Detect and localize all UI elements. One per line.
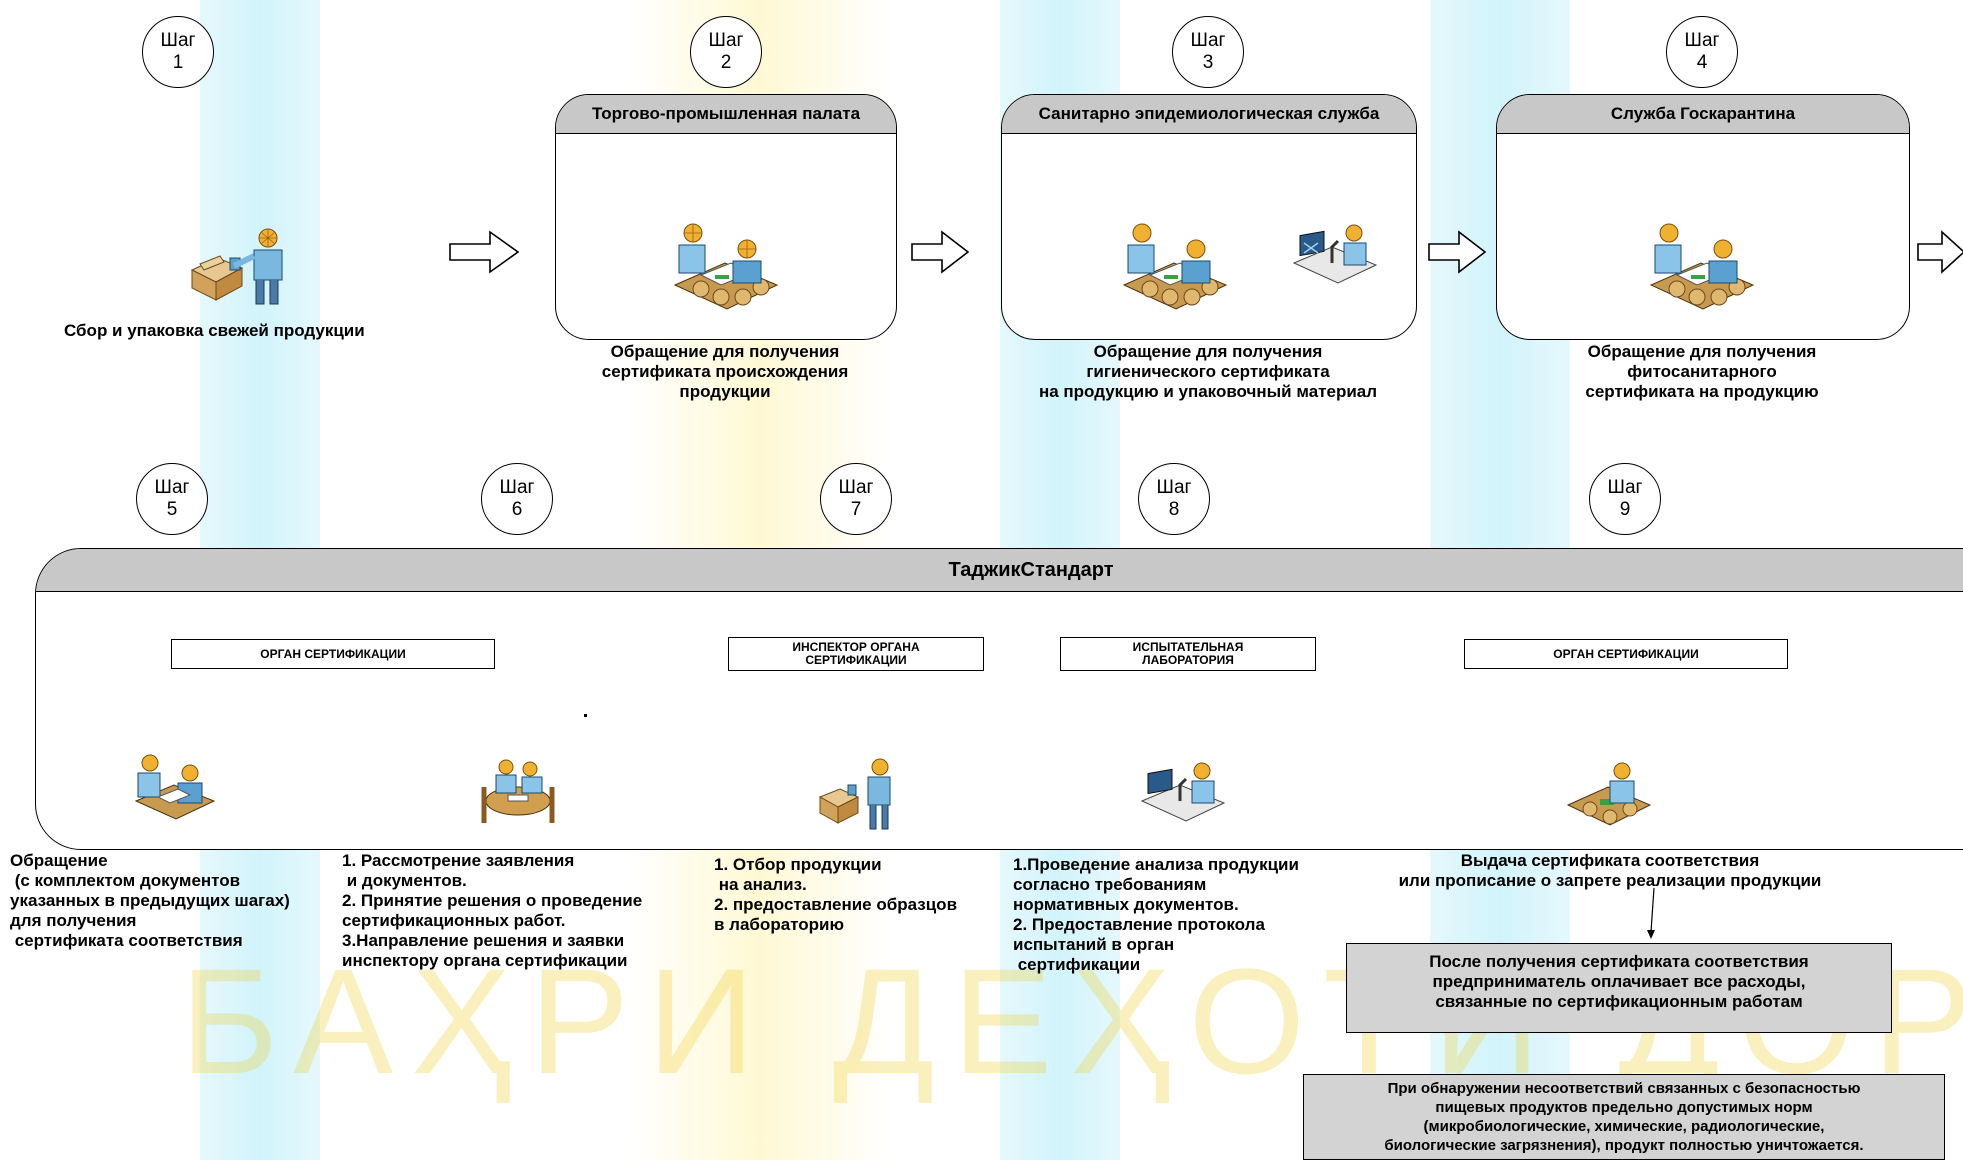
step-word: Шаг — [1190, 30, 1226, 51]
step-number: 5 — [166, 499, 178, 520]
panel-caption-chamber: Обращение для получения сертификата прои… — [601, 342, 849, 401]
step-number: 2 — [720, 52, 732, 73]
panel-sanitary-service: Санитарно эпидемиологическая служба — [1001, 94, 1417, 340]
step8-caption: 1.Проведение анализа продукции согласно … — [1013, 855, 1299, 974]
panel-quarantine-service: Служба Госкарантина — [1496, 94, 1910, 340]
step-number: 7 — [850, 499, 862, 520]
step-word: Шаг — [154, 477, 190, 498]
right-arrow-icon — [911, 230, 970, 274]
packing-worker-icon — [190, 228, 283, 305]
panel-title: Санитарно эпидемиологическая служба — [1002, 95, 1416, 134]
panel-tajikstandart: ТаджикСтандарт ОРГАН СЕРТИФИКАЦИИ ИНСПЕК… — [35, 548, 1963, 850]
sample-packing-icon — [818, 758, 891, 830]
step-number: 8 — [1168, 499, 1180, 520]
panel-chamber-of-commerce: Торгово-промышленная палата — [555, 94, 897, 340]
step-word: Шаг — [499, 477, 535, 498]
step5-caption: Обращение (с комплектом документов указа… — [10, 851, 290, 950]
right-arrow-icon — [1917, 230, 1963, 274]
step-number: 1 — [172, 52, 184, 73]
step-word: Шаг — [838, 477, 874, 498]
box-certification-body-2: ОРГАН СЕРТИФИКАЦИИ — [1464, 639, 1788, 669]
step-word: Шаг — [160, 30, 196, 51]
step9-caption: Выдача сертификата соответствия или проп… — [1398, 851, 1822, 890]
laboratory-icon — [1140, 762, 1226, 822]
step6-caption: 1. Рассмотрение заявления и документов. … — [342, 851, 643, 970]
panel-caption-sanitary: Обращение для получения гигиенического с… — [1038, 342, 1378, 401]
panel-title: ТаджикСтандарт — [36, 549, 1963, 592]
right-arrow-icon — [449, 230, 520, 274]
step-number: 6 — [511, 499, 523, 520]
panel-title: Служба Госкарантина — [1497, 95, 1909, 134]
destruction-note: При обнаружении несоответствий связанных… — [1303, 1074, 1945, 1160]
step-number: 3 — [1202, 52, 1214, 73]
certificate-issue-icon — [1566, 762, 1652, 826]
step7-caption: 1. Отбор продукции на анализ. 2. предост… — [714, 855, 958, 934]
box-certification-inspector: ИНСПЕКТОР ОРГАНА СЕРТИФИКАЦИИ — [728, 637, 984, 671]
step-word: Шаг — [708, 30, 744, 51]
box-certification-body: ОРГАН СЕРТИФИКАЦИИ — [171, 639, 495, 669]
consultation-desk-icon — [1649, 223, 1755, 310]
panel-caption-quarantine: Обращение для получения фитосанитарного … — [1585, 342, 1819, 401]
step-number: 4 — [1696, 52, 1708, 73]
box-testing-laboratory: ИСПЫТАТЕЛЬНАЯ ЛАБОРАТОРИЯ — [1060, 637, 1316, 671]
consultation-desk-icon — [673, 223, 779, 310]
step-number: 9 — [1619, 499, 1631, 520]
step-word: Шаг — [1607, 477, 1643, 498]
panel-title: Торгово-промышленная палата — [556, 95, 896, 134]
stray-dot — [584, 714, 587, 717]
microscope-lab-icon — [1292, 224, 1378, 284]
pointer-arrow — [1647, 888, 1655, 939]
consultation-desk-icon — [1122, 223, 1228, 310]
right-arrow-icon — [1428, 230, 1487, 274]
step-word: Шаг — [1156, 477, 1192, 498]
round-table-meeting-icon — [481, 759, 555, 823]
step1-caption: Сбор и упаковка свежей продукции — [64, 321, 365, 340]
meeting-icon — [134, 754, 216, 820]
payment-note: После получения сертификата соответствия… — [1346, 943, 1892, 1033]
step-word: Шаг — [1684, 30, 1720, 51]
